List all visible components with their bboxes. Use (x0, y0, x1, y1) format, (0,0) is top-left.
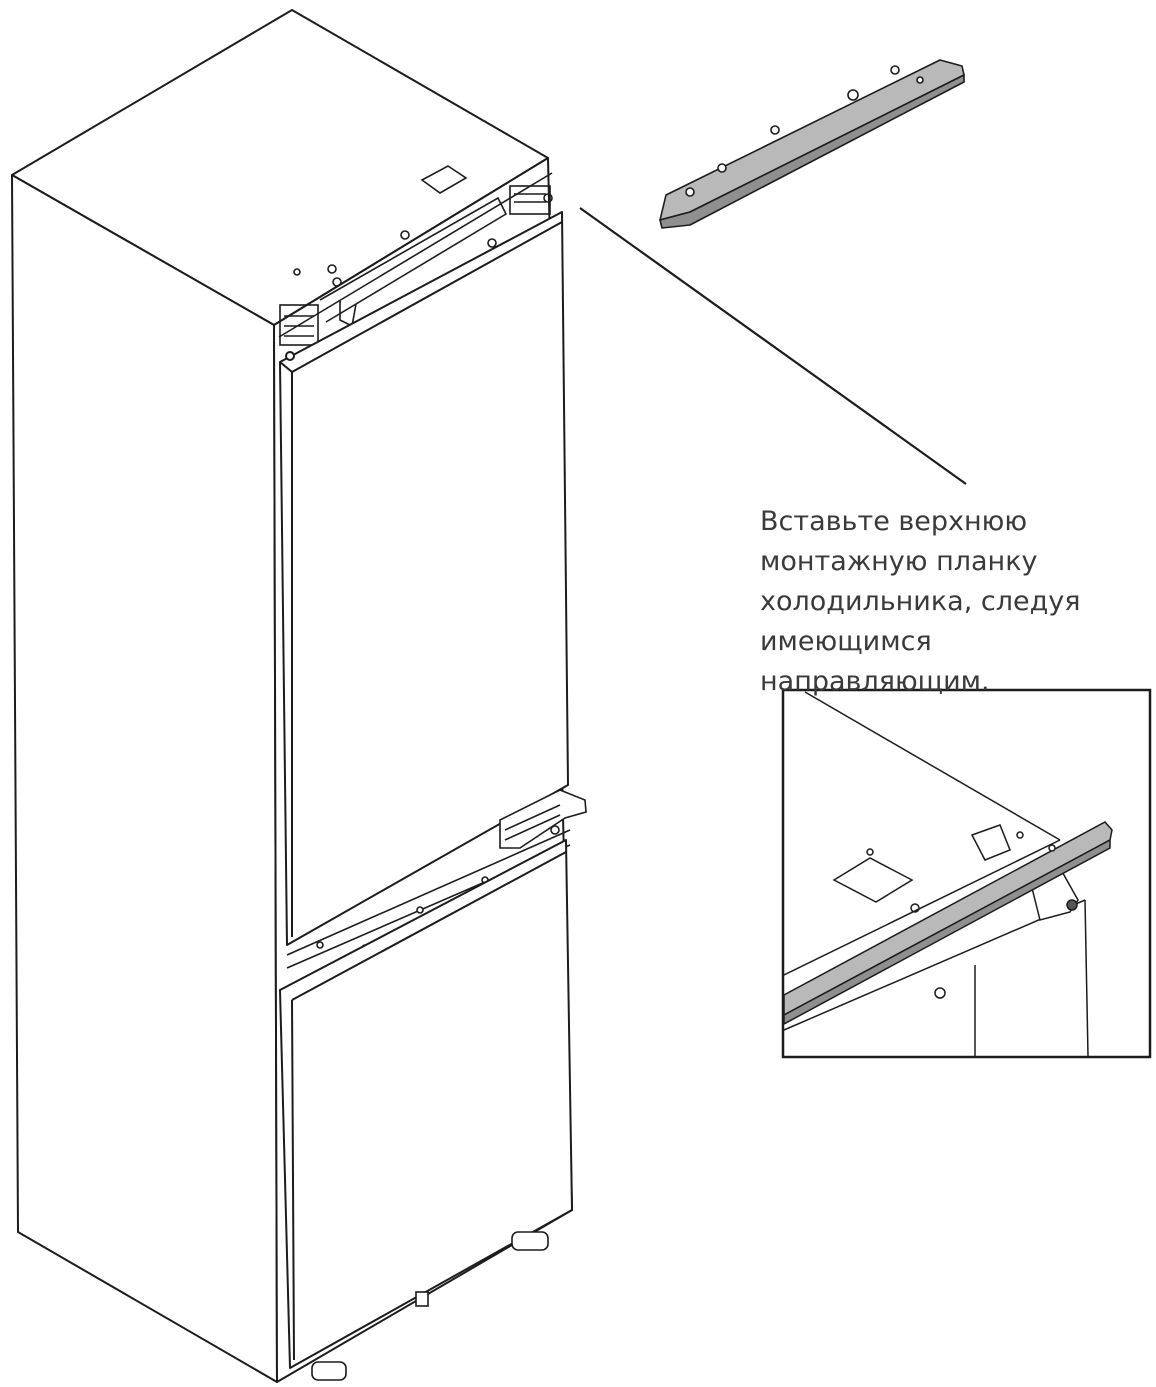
instruction-line-2: монтажную планку (760, 546, 1038, 577)
instruction-text: Вставьте верхнюю монтажную планку холоди… (760, 502, 1150, 702)
upper-door-panel (279, 211, 569, 946)
lower-door (279, 839, 573, 1369)
instruction-line-4: имеющимся (760, 626, 932, 657)
upper-door (279, 211, 569, 946)
cabinet-side-face (11, 174, 278, 1383)
top-mounting-rail (659, 59, 965, 229)
rail-body (659, 59, 965, 221)
instruction-line-5: направляющим. (760, 666, 990, 697)
rail-lip (659, 74, 965, 229)
lower-door-panel (279, 839, 573, 1369)
leader-line (579, 207, 967, 485)
detail-inset (781, 688, 1152, 1059)
instruction-line-3: холодильника, следуя (760, 586, 1081, 617)
instruction-line-1: Вставьте верхнюю (760, 506, 1028, 537)
cabinet-feet (311, 1231, 549, 1381)
inset-frame (781, 688, 1152, 1059)
cabinet-top-details (273, 157, 553, 346)
